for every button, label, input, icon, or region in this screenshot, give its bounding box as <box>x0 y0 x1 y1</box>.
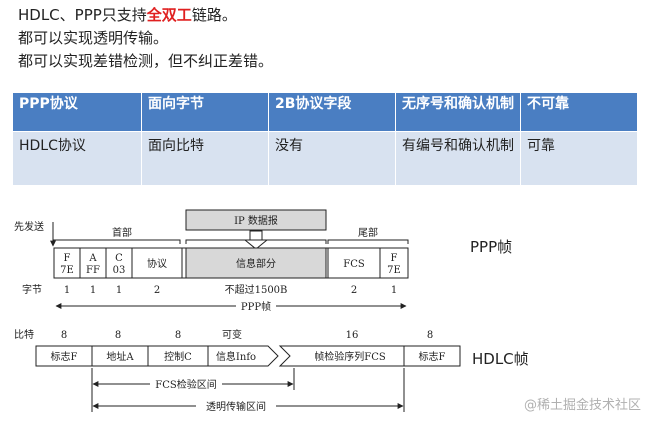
field-fcs-label: FCS <box>343 259 365 270</box>
ppp-field-address <box>79 247 107 279</box>
field-a-line1: A <box>88 253 97 264</box>
comparison-table: PPP协议 面向字节 2B协议字段 无序号和确认机制 不可靠 HDLC协议 面向… <box>12 92 638 186</box>
ip-brace <box>185 239 327 244</box>
summary-line-2: 都可以实现透明传输。 <box>18 27 273 50</box>
transparent-range-label: 透明传输区间 <box>206 400 266 413</box>
summary-text: HDLC、PPP只支持全双工链路。 都可以实现透明传输。 都可以实现差错检测，但… <box>18 4 273 73</box>
ppp-frame-caption: PPP帧 <box>241 300 271 313</box>
summary-line-1: HDLC、PPP只支持全双工链路。 <box>18 4 273 27</box>
fcs-range-label: FCS检验区间 <box>155 378 216 391</box>
sender-label: 先发送 <box>14 220 44 233</box>
hdlc-frame-diagram: 比特 8 8 8 可变 16 8 标志F 地址A 控制C 信息Info 帧检验序… <box>14 328 461 413</box>
header-cell: 不可靠 <box>520 92 638 132</box>
hdlc-field-address: 地址A <box>106 350 134 363</box>
line-3-text: 都可以实现差错检测，但不纠正差错。 <box>18 52 274 70</box>
header-label: 首部 <box>112 226 132 239</box>
byte-count: 1 <box>64 285 70 296</box>
summary-line-3: 都可以实现差错检测，但不纠正差错。 <box>18 50 273 73</box>
field-f-end-line1: F <box>391 253 398 264</box>
byte-count: 1 <box>116 285 122 296</box>
ppp-field-info <box>185 247 327 279</box>
field-c-line1: C <box>115 253 123 264</box>
span-label-bg <box>236 300 276 312</box>
ppp-frame-title: PPP帧 <box>470 238 513 256</box>
ppp-field-protocol <box>131 247 183 279</box>
ppp-field-fcs <box>327 247 381 279</box>
bytes-label: 字节 <box>22 283 42 296</box>
row-cell: 没有 <box>268 131 396 186</box>
hdlc-field-fcs: 帧检验序列FCS <box>314 350 386 363</box>
bit-count: 16 <box>346 330 359 341</box>
watermark: @稀土掘金技术社区 <box>524 398 642 413</box>
byte-count: 1 <box>391 285 397 296</box>
header-brace <box>53 239 181 244</box>
hdlc-right-part <box>278 345 461 367</box>
field-info-label: 信息部分 <box>236 257 276 270</box>
line-1-suffix: 链路。 <box>191 6 237 24</box>
ppp-field-control <box>105 247 133 279</box>
full-duplex-highlight: 全双工 <box>146 6 192 24</box>
transparent-range-bg <box>196 399 276 412</box>
table-header-row: PPP协议 面向字节 2B协议字段 无序号和确认机制 不可靠 <box>12 92 638 132</box>
ppp-frame-diagram: 先发送 首部 IP 数据报 尾部 F 7E A FF C 03 协议 信息部分 … <box>14 209 409 313</box>
table-row: HDLC协议 面向比特 没有 有编号和确认机制 可靠 <box>12 131 638 186</box>
ppp-field-flag-end <box>379 247 409 279</box>
header-cell: PPP协议 <box>12 92 142 132</box>
ip-datagram-label: IP 数据报 <box>234 214 278 227</box>
byte-count: 2 <box>351 285 357 296</box>
hdlc-field-flag-end: 标志F <box>419 350 446 363</box>
field-c-line2: 03 <box>113 265 126 276</box>
field-f-end-line2: 7E <box>387 265 401 276</box>
bit-count: 可变 <box>222 328 242 341</box>
bit-count: 8 <box>427 330 433 341</box>
bit-count: 8 <box>61 330 67 341</box>
ip-datagram-box <box>185 209 327 231</box>
row-cell: 有编号和确认机制 <box>395 131 521 186</box>
byte-count: 1 <box>90 285 96 296</box>
header-cell: 面向字节 <box>141 92 269 132</box>
field-f-line2: 7E <box>60 265 74 276</box>
hdlc-field-flag: 标志F <box>51 350 78 363</box>
trailer-brace <box>327 239 409 244</box>
bit-count: 8 <box>175 330 181 341</box>
field-protocol-label: 协议 <box>147 257 167 270</box>
line-2-text: 都可以实现透明传输。 <box>18 29 169 47</box>
field-a-line2: FF <box>86 265 100 276</box>
bit-count: 8 <box>115 330 121 341</box>
hdlc-field-control: 控制C <box>164 350 192 363</box>
bits-label: 比特 <box>14 329 34 341</box>
fcs-range-bg <box>150 377 222 390</box>
hdlc-left-part <box>35 345 279 367</box>
trailer-label: 尾部 <box>358 226 378 239</box>
hdlc-frame-title: HDLC帧 <box>472 350 529 368</box>
row-cell: 面向比特 <box>141 131 269 186</box>
field-f-line1: F <box>64 253 71 264</box>
hdlc-field-info: 信息Info <box>216 350 256 363</box>
row-cell: HDLC协议 <box>12 131 142 186</box>
row-cell: 可靠 <box>520 131 638 186</box>
line-1-text: HDLC、PPP只支持 <box>18 6 147 24</box>
byte-count: 不超过1500B <box>225 283 288 296</box>
byte-count: 2 <box>154 285 160 296</box>
